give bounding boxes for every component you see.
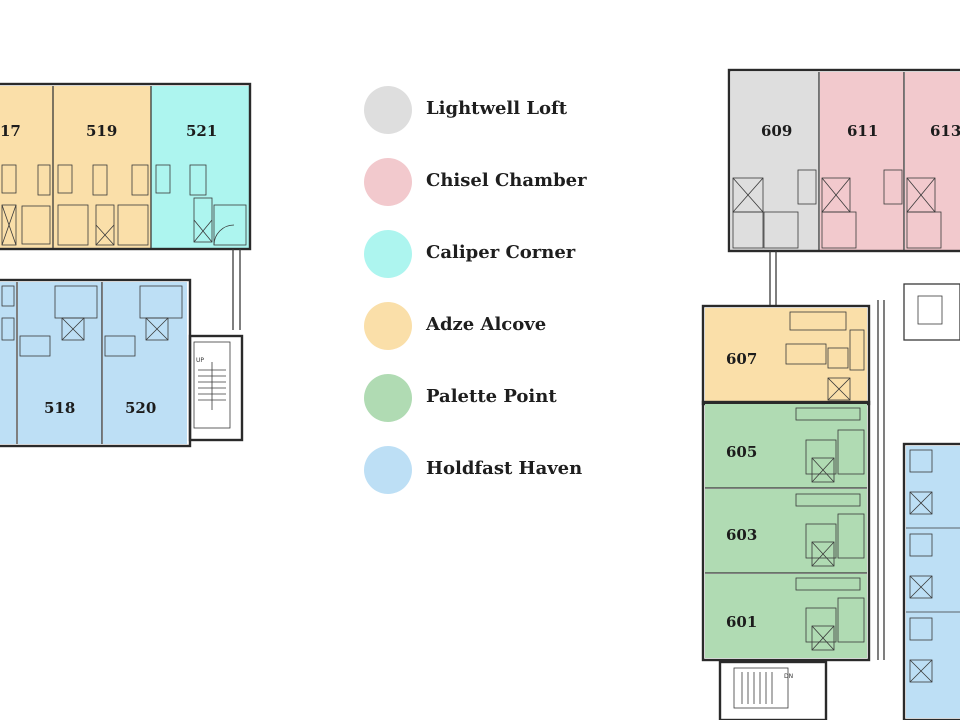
unit-label-519: 519 (86, 122, 117, 140)
unit-label-605: 605 (726, 443, 757, 461)
legend-item-lightwell-loft: Lightwell Loft (362, 86, 622, 158)
legend-item-palette-point: Palette Point (362, 374, 622, 446)
legend-item-chisel-chamber: Chisel Chamber (362, 158, 622, 230)
unit-518-room (18, 282, 102, 444)
legend-label: Holdfast Haven (426, 458, 583, 479)
legend-swatch (364, 86, 412, 134)
unit-519-room (53, 86, 151, 248)
legend-label: Lightwell Loft (426, 98, 568, 119)
unit-label-518: 518 (44, 399, 75, 417)
unit-label-613: 613 (930, 122, 960, 140)
unit-520-room (103, 282, 187, 444)
legend-label: Adze Alcove (426, 314, 547, 335)
unit-516-room (0, 282, 16, 444)
unit-holdfast-strip (906, 446, 960, 718)
legend-label: Caliper Corner (426, 242, 576, 263)
unit-label-607: 607 (726, 350, 757, 368)
unit-label-520: 520 (125, 399, 156, 417)
stair-up-label: UP (196, 357, 204, 364)
legend-label: Palette Point (426, 386, 557, 407)
unit-label-517: 17 (0, 122, 21, 140)
legend: Lightwell Loft Chisel Chamber Caliper Co… (362, 86, 622, 518)
building-floor-6: DN (701, 68, 960, 720)
legend-swatch (364, 158, 412, 206)
unit-613-room (905, 72, 960, 250)
legend-item-caliper-corner: Caliper Corner (362, 230, 622, 302)
building-floor-5: UP (0, 82, 252, 448)
legend-swatch (364, 230, 412, 278)
unit-517-room (0, 86, 53, 248)
unit-label-603: 603 (726, 526, 757, 544)
stair-dn-label: DN (784, 673, 793, 680)
unit-label-611: 611 (847, 122, 878, 140)
legend-item-holdfast-haven: Holdfast Haven (362, 446, 622, 518)
unit-601-room (705, 574, 867, 658)
legend-swatch (364, 374, 412, 422)
unit-603-room (705, 489, 867, 573)
unit-609-room (731, 72, 819, 250)
legend-swatch (364, 446, 412, 494)
unit-521-room (151, 86, 249, 248)
unit-label-521: 521 (186, 122, 217, 140)
unit-labels: 17 519 521 518 520 609 611 613 607 605 6… (0, 122, 960, 631)
unit-611-room (820, 72, 904, 250)
legend-swatch (364, 302, 412, 350)
legend-item-adze-alcove: Adze Alcove (362, 302, 622, 374)
legend-label: Chisel Chamber (426, 170, 587, 191)
unit-label-601: 601 (726, 613, 757, 631)
unit-label-609: 609 (761, 122, 792, 140)
